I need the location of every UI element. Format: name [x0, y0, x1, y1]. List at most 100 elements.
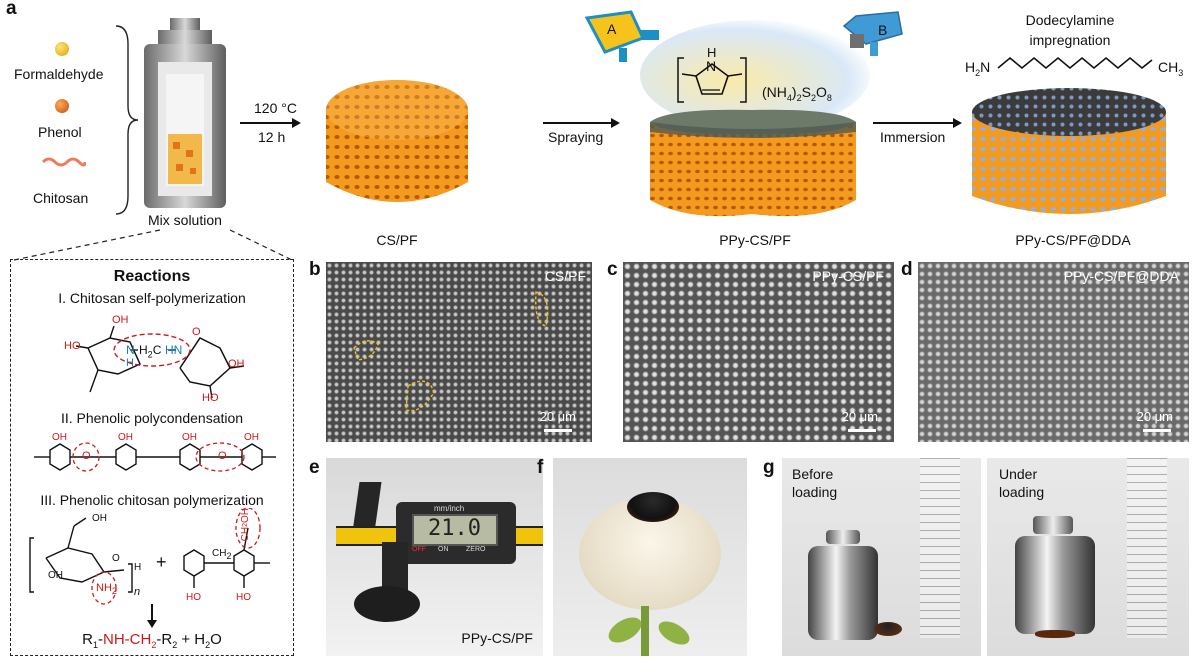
dda-title-2: impregnation [1029, 32, 1111, 48]
g-left-text-1: Before [792, 466, 834, 482]
brace [115, 25, 139, 215]
ppy-cs-pf-dda-foam [972, 88, 1166, 214]
arrow-3 [873, 122, 955, 124]
panel-label-c: c [607, 259, 618, 280]
photo-e-caption: PPy-CS/PF [461, 630, 533, 646]
weight-right-body [1015, 536, 1095, 634]
r3-oh-left: OH [48, 570, 63, 581]
panel-label-b: b [309, 259, 321, 280]
sem-image-ppy-cs-pf: PPy-CS/PF 20 μm [623, 262, 894, 442]
weight-right-knob [1033, 516, 1073, 534]
photo-before-loading: Before loading [782, 458, 981, 656]
spray-nozzle-a-icon [585, 10, 659, 62]
pyrrole-structure [677, 57, 747, 103]
reaction-3-structure [29, 508, 270, 605]
foam-sample-f [627, 492, 679, 522]
pore-outlines [353, 291, 549, 412]
caliper-brand: mm/inch [434, 504, 465, 513]
panel-label-a: a [6, 0, 17, 19]
dda-chain [997, 56, 1153, 70]
product-arrow-head [147, 620, 157, 628]
ruler-left [920, 458, 960, 638]
mix-solution-label: Mix solution [148, 212, 222, 228]
r1-ho-bottom: HO [202, 392, 219, 404]
foam-sample-g-left [874, 622, 902, 636]
r1-oh-right: OH [228, 358, 245, 370]
r2-oh-4: OH [244, 432, 259, 443]
condition-temperature: 120 °C [254, 100, 297, 116]
reaction-2-structure [34, 442, 276, 472]
arrow-2-head [611, 118, 620, 128]
rose-leaf [604, 612, 646, 648]
r3-ch2: CH2 [212, 548, 232, 561]
sem-d-scale-bar [1143, 429, 1171, 432]
stage-label-cs-pf: CS/PF [376, 232, 418, 248]
step-immersion: Immersion [880, 129, 946, 145]
sem-c-scale-bar [848, 429, 876, 432]
rose-stem [641, 606, 649, 656]
r1-h2c: H2C [139, 343, 162, 360]
reaction-3-title: III. Phenolic chitosan polymerization [40, 492, 264, 508]
r1-ho-left: HO [64, 340, 81, 352]
r3-ho-2: HO [236, 592, 251, 603]
panel-label-g: g [763, 457, 775, 478]
r3-nh2: NH2 [96, 582, 117, 597]
r3-ch2oh: CH2OH [240, 508, 251, 542]
sem-image-ppy-cs-pf-dda: PPy-CS/PF@DDA 20 μm [918, 262, 1189, 442]
sem-b-name: CS/PF [544, 268, 586, 284]
r3-o: O [112, 553, 120, 564]
arrow-1 [240, 122, 294, 124]
r3-n-subscript: n [134, 586, 141, 598]
stage-label-ppy-cs-pf-dda: PPy-CS/PF@DDA [1015, 232, 1131, 248]
r2-o-1: O [82, 450, 91, 462]
arrow-3-head [953, 118, 962, 128]
g-right-text-1: Under [999, 466, 1038, 482]
r3-h: H [134, 562, 142, 573]
step-spraying: Spraying [548, 129, 604, 145]
weight-left-body [808, 546, 878, 640]
r1-hn: HN [165, 343, 183, 357]
g-right-text-2: loading [999, 484, 1045, 500]
weight-left-knob [826, 530, 860, 544]
callout-lines [13, 229, 293, 261]
caliper-off-button: OFF [412, 546, 426, 553]
r2-oh-1: OH [52, 432, 67, 443]
r3-ho-1: HO [186, 592, 201, 603]
caliper-reading: 21.0 [428, 516, 481, 541]
r3-plus: + [156, 552, 167, 572]
panel-label-d: d [901, 259, 913, 280]
pyrrole-h-label: H [707, 45, 717, 60]
ruler-right [1127, 458, 1167, 638]
sem-d-name: PPy-CS/PF@DDA [1063, 268, 1179, 284]
photo-caliper: mm/inch 21.0 OFF ON ZERO PPy-CS/PF [326, 458, 543, 656]
reaction-product: R1-NH-CH2-R2 + H2O [82, 631, 222, 650]
oxidant-label: (NH4)2S2O8 [762, 84, 832, 103]
r2-oh-3: OH [182, 432, 197, 443]
formaldehyde-icon [55, 42, 69, 56]
pyrrole-n-label: N [706, 58, 717, 74]
nozzle-a-label: A [607, 21, 617, 37]
condition-time: 12 h [258, 129, 286, 145]
r2-oh-2: OH [118, 432, 133, 443]
ingredient-formaldehyde: Formaldehyde [14, 66, 104, 82]
r1-o: O [192, 326, 201, 338]
arrow-1-head [292, 118, 301, 128]
sem-b-scale-bar [544, 429, 572, 432]
reactions-title: Reactions [113, 268, 191, 285]
caliper-on-button: ON [438, 546, 449, 553]
ingredient-chitosan: Chitosan [33, 190, 89, 206]
panel-label-e: e [309, 457, 320, 478]
nozzle-b-label: B [878, 22, 888, 38]
r1-h: H [126, 357, 134, 369]
dda-left-group: H2N [965, 59, 991, 78]
panel-label-f: f [537, 457, 544, 478]
arrow-2 [543, 122, 613, 124]
r1-oh-top: OH [112, 314, 129, 326]
photo-under-loading: Under loading [987, 458, 1189, 656]
dda-right-group: CH3 [1158, 59, 1184, 78]
stage-label-ppy-cs-pf: PPy-CS/PF [719, 232, 791, 248]
reactions-box [10, 259, 294, 656]
sem-b-scale-label: 20 μm [539, 409, 576, 424]
product-arrow [151, 604, 153, 622]
reaction-2-title: II. Phenolic polycondensation [60, 410, 244, 426]
